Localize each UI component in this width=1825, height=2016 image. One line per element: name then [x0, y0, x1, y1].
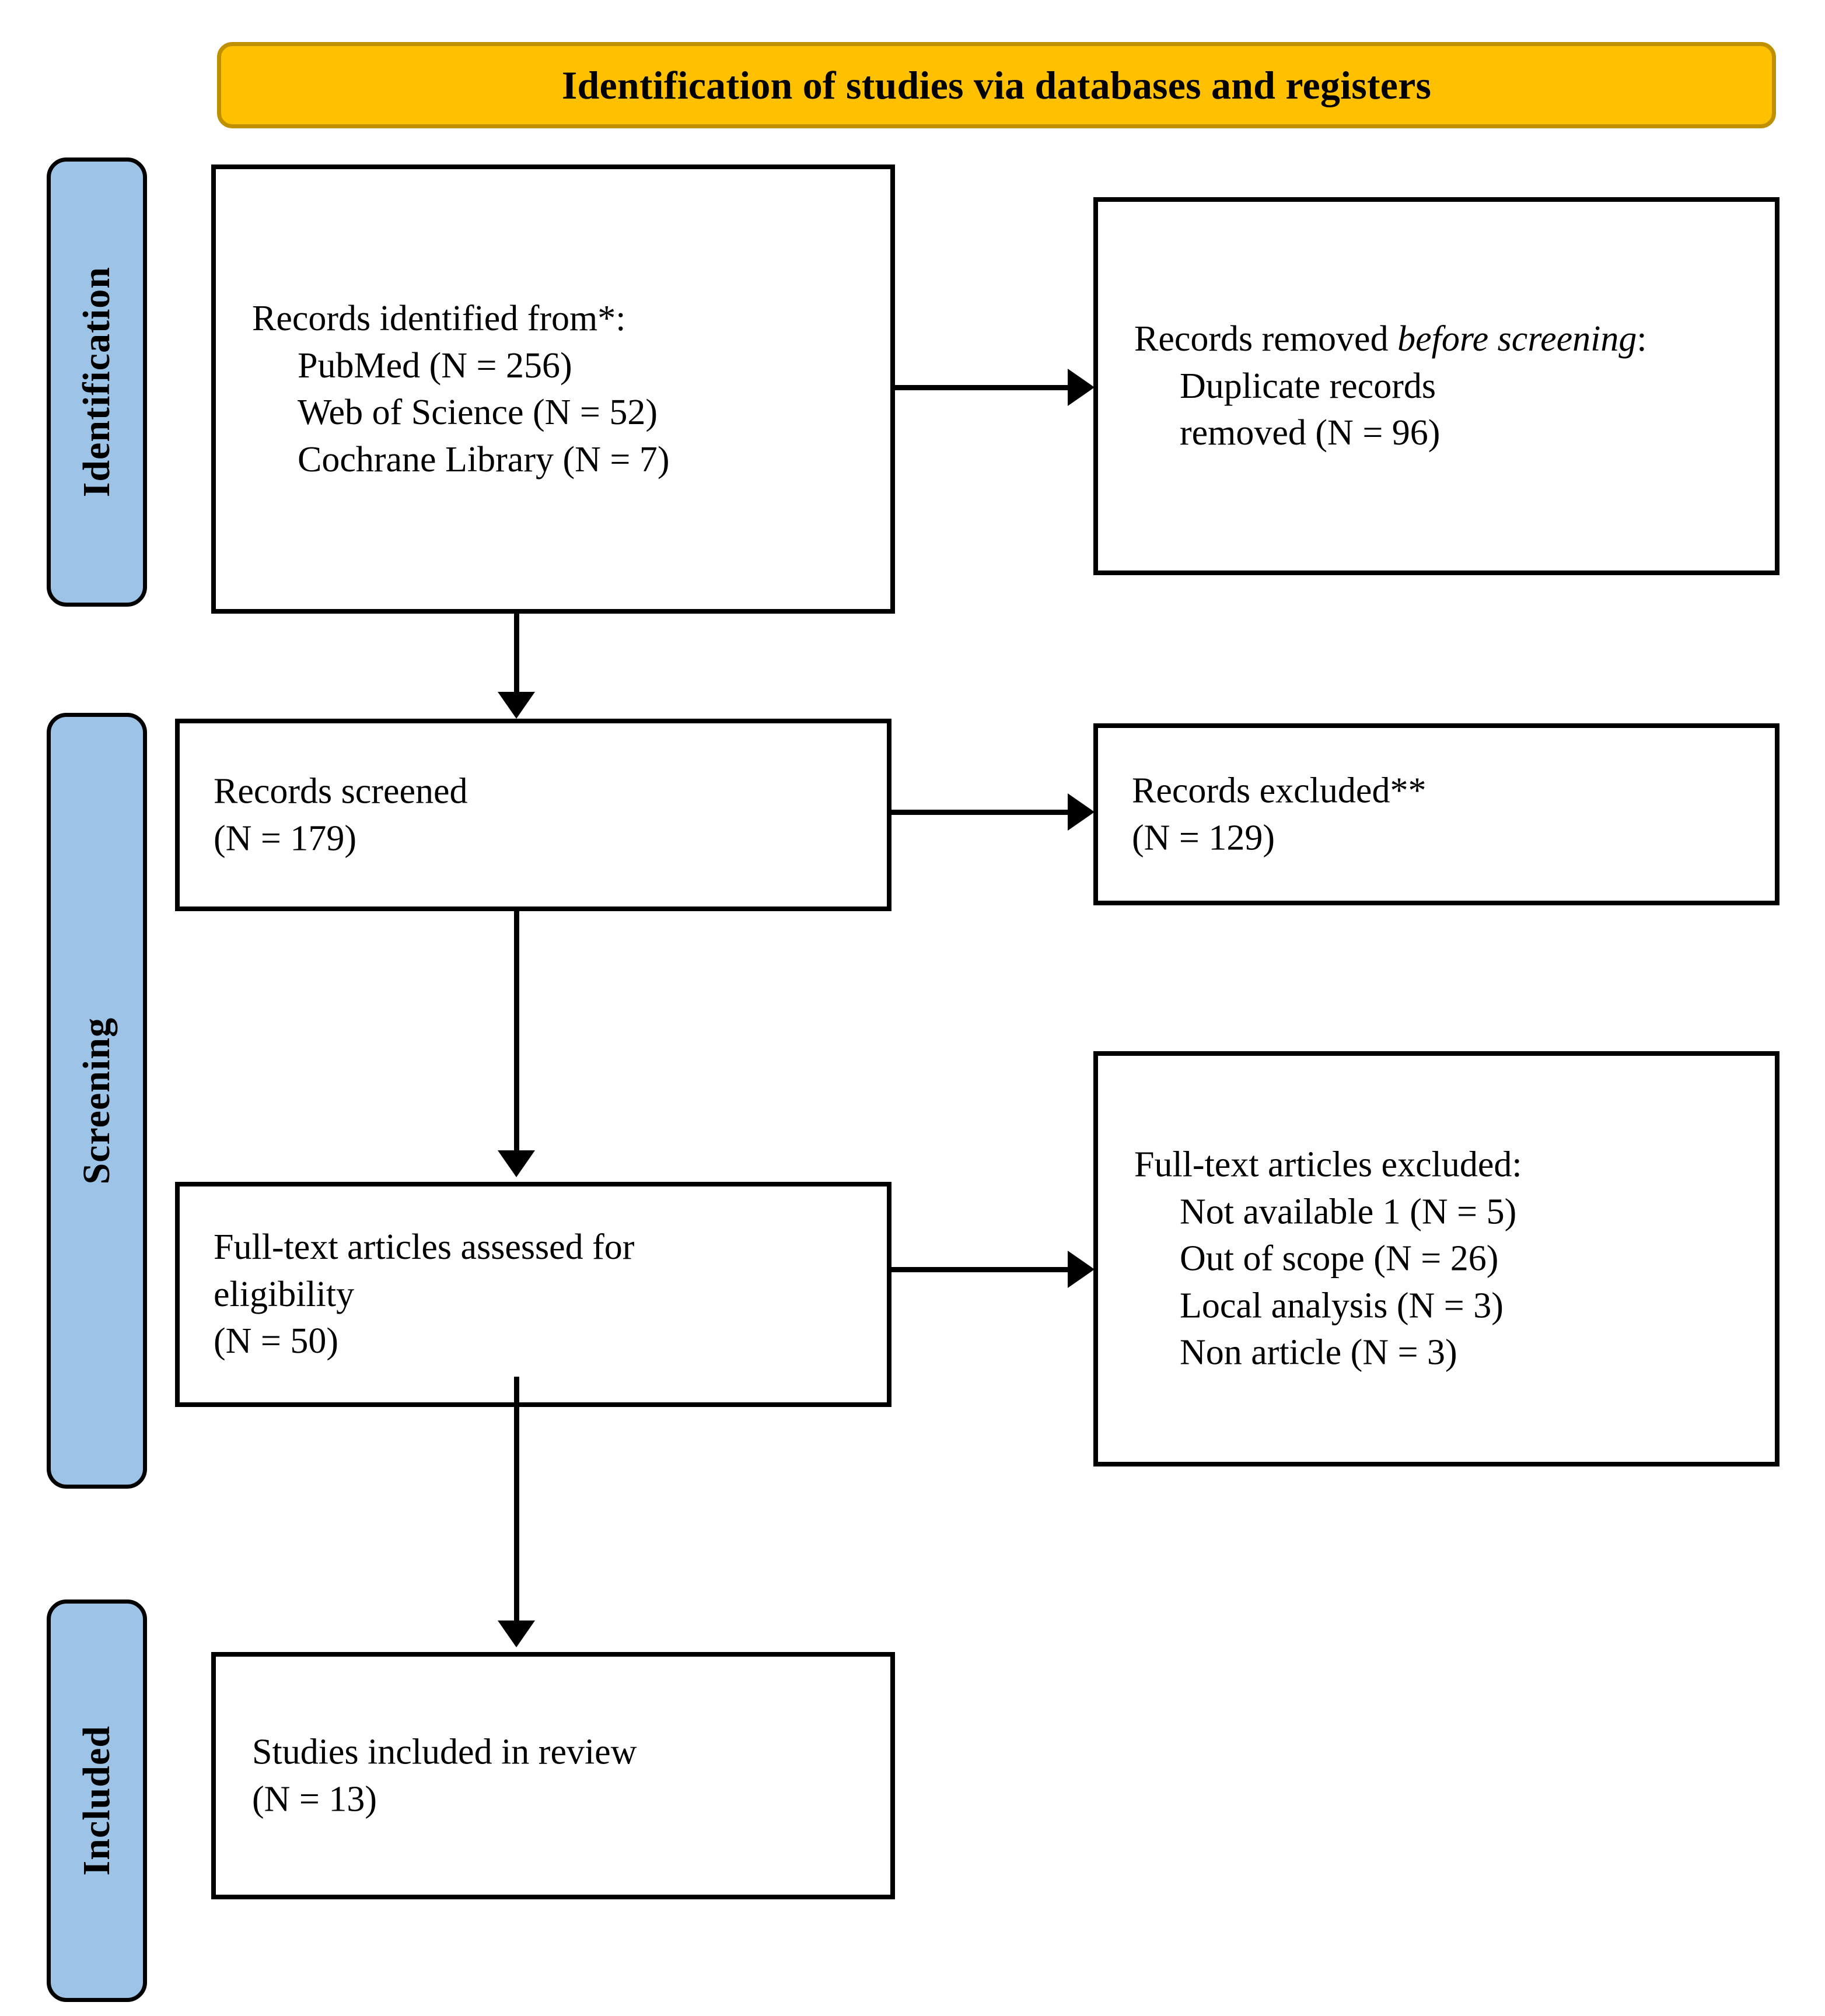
- box-studies-included: Studies included in review (N = 13): [211, 1652, 895, 1899]
- box-fulltext-assessed: Full-text articles assessed for eligibil…: [175, 1182, 891, 1407]
- arrow-head-icon: [1068, 793, 1095, 831]
- box-records-removed-before-screening: Records removed before screening: Duplic…: [1093, 197, 1779, 575]
- box-title: Records identified from*:: [252, 298, 626, 338]
- records-screened-label: Records screened: [214, 771, 468, 811]
- arrow-fulltext-to-included: [498, 1377, 535, 1647]
- box-records-excluded: Records excluded** (N = 129): [1093, 723, 1779, 905]
- box-title-italic: before screening: [1397, 319, 1637, 359]
- reason-local-analysis: Local analysis (N = 3): [1180, 1286, 1504, 1326]
- arrow-head-icon: [1068, 1251, 1095, 1288]
- stage-label-identification: Identification: [47, 158, 147, 607]
- records-excluded-label: Records excluded**: [1132, 771, 1427, 811]
- arrow-identified-to-removed: [895, 369, 1095, 406]
- duplicate-records-line2: removed (N = 96): [1180, 413, 1441, 453]
- reason-non-article: Non article (N = 3): [1180, 1332, 1457, 1373]
- box-title: Full-text articles excluded:: [1134, 1144, 1522, 1185]
- source-web-of-science: Web of Science (N = 52): [298, 393, 658, 432]
- records-screened-count: (N = 179): [214, 818, 357, 858]
- arrow-head-icon: [1068, 369, 1095, 406]
- box-records-identified: Records identified from*: PubMed (N = 25…: [211, 164, 895, 614]
- studies-included-label: Studies included in review: [252, 1732, 637, 1772]
- stage-label-text: Screening: [75, 1017, 118, 1185]
- studies-included-count: (N = 13): [252, 1779, 377, 1819]
- stage-label-screening: Screening: [47, 713, 147, 1489]
- source-pubmed: PubMed (N = 256): [298, 345, 572, 386]
- arrow-screened-to-excluded: [891, 793, 1095, 831]
- stage-label-included: Included: [47, 1600, 147, 2002]
- arrow-screened-to-fulltext: [498, 910, 535, 1177]
- arrow-identified-to-screened: [498, 614, 535, 719]
- fulltext-assessed-line1: Full-text articles assessed for: [214, 1227, 635, 1268]
- stage-label-text: Identification: [75, 267, 118, 498]
- arrow-head-icon: [498, 692, 535, 719]
- fulltext-assessed-count: (N = 50): [214, 1321, 339, 1362]
- box-title-post: :: [1637, 319, 1647, 359]
- source-cochrane-library: Cochrane Library (N = 7): [298, 439, 670, 480]
- reason-out-of-scope: Out of scope (N = 26): [1180, 1238, 1499, 1279]
- diagram-header-banner: Identification of studies via databases …: [217, 42, 1776, 128]
- arrow-fulltext-to-excluded: [891, 1251, 1095, 1288]
- box-records-screened: Records screened (N = 179): [175, 719, 891, 911]
- banner-title: Identification of studies via databases …: [561, 63, 1432, 107]
- fulltext-assessed-line2: eligibility: [214, 1274, 355, 1314]
- records-excluded-count: (N = 129): [1132, 818, 1275, 858]
- arrow-head-icon: [498, 1620, 535, 1647]
- reason-not-available: Not available 1 (N = 5): [1180, 1192, 1517, 1232]
- stage-label-text: Included: [75, 1726, 118, 1876]
- duplicate-records-line1: Duplicate records: [1180, 366, 1436, 406]
- box-fulltext-excluded: Full-text articles excluded: Not availab…: [1093, 1051, 1779, 1466]
- arrow-head-icon: [498, 1150, 535, 1177]
- box-title-pre: Records removed: [1134, 319, 1398, 359]
- box-title: Records removed before screening:: [1134, 316, 1755, 363]
